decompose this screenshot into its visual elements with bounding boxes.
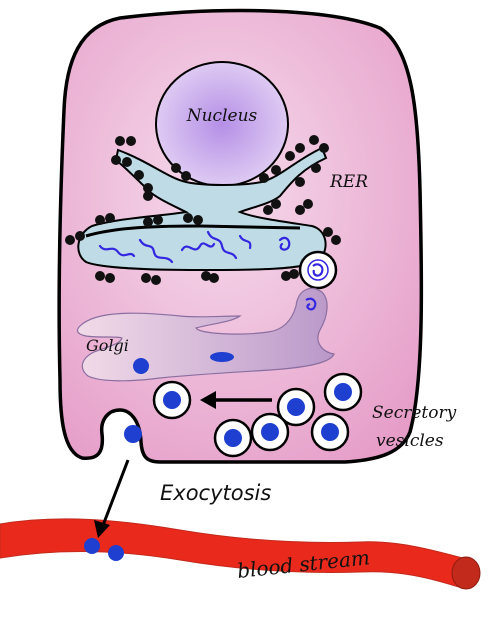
secretory-vesicles-label-line1: Secretory [372, 403, 457, 423]
secreted-proteins [84, 538, 124, 561]
ribosomes [65, 135, 341, 285]
secretory-vesicle [276, 387, 316, 427]
blood-vessel [0, 518, 471, 589]
secretory-vesicle [310, 412, 350, 452]
exocytosis-vesicle [124, 425, 142, 443]
exocytosis-arrow [94, 459, 130, 538]
golgi-apparatus [76, 287, 335, 382]
secretory-vesicle [152, 380, 192, 420]
golgi-proteins [133, 297, 317, 374]
secretory-vesicles [152, 372, 363, 458]
nascent-proteins [98, 230, 291, 264]
secretory-vesicle [323, 372, 363, 412]
secretory-vesicle [213, 418, 253, 458]
golgi-label: Golgi [86, 336, 129, 355]
blood-vessel-opening [451, 556, 481, 590]
nucleus-label: Nucleus [186, 106, 258, 126]
transport-vesicle [298, 250, 338, 290]
secretory-vesicle [250, 412, 290, 452]
rer-rim [85, 224, 301, 238]
transport-arrow [200, 391, 272, 409]
rer-label: RER [329, 172, 368, 192]
exocytosis-label: Exocytosis [160, 481, 271, 505]
secretory-vesicles-label-line2: vesicles [376, 431, 444, 451]
